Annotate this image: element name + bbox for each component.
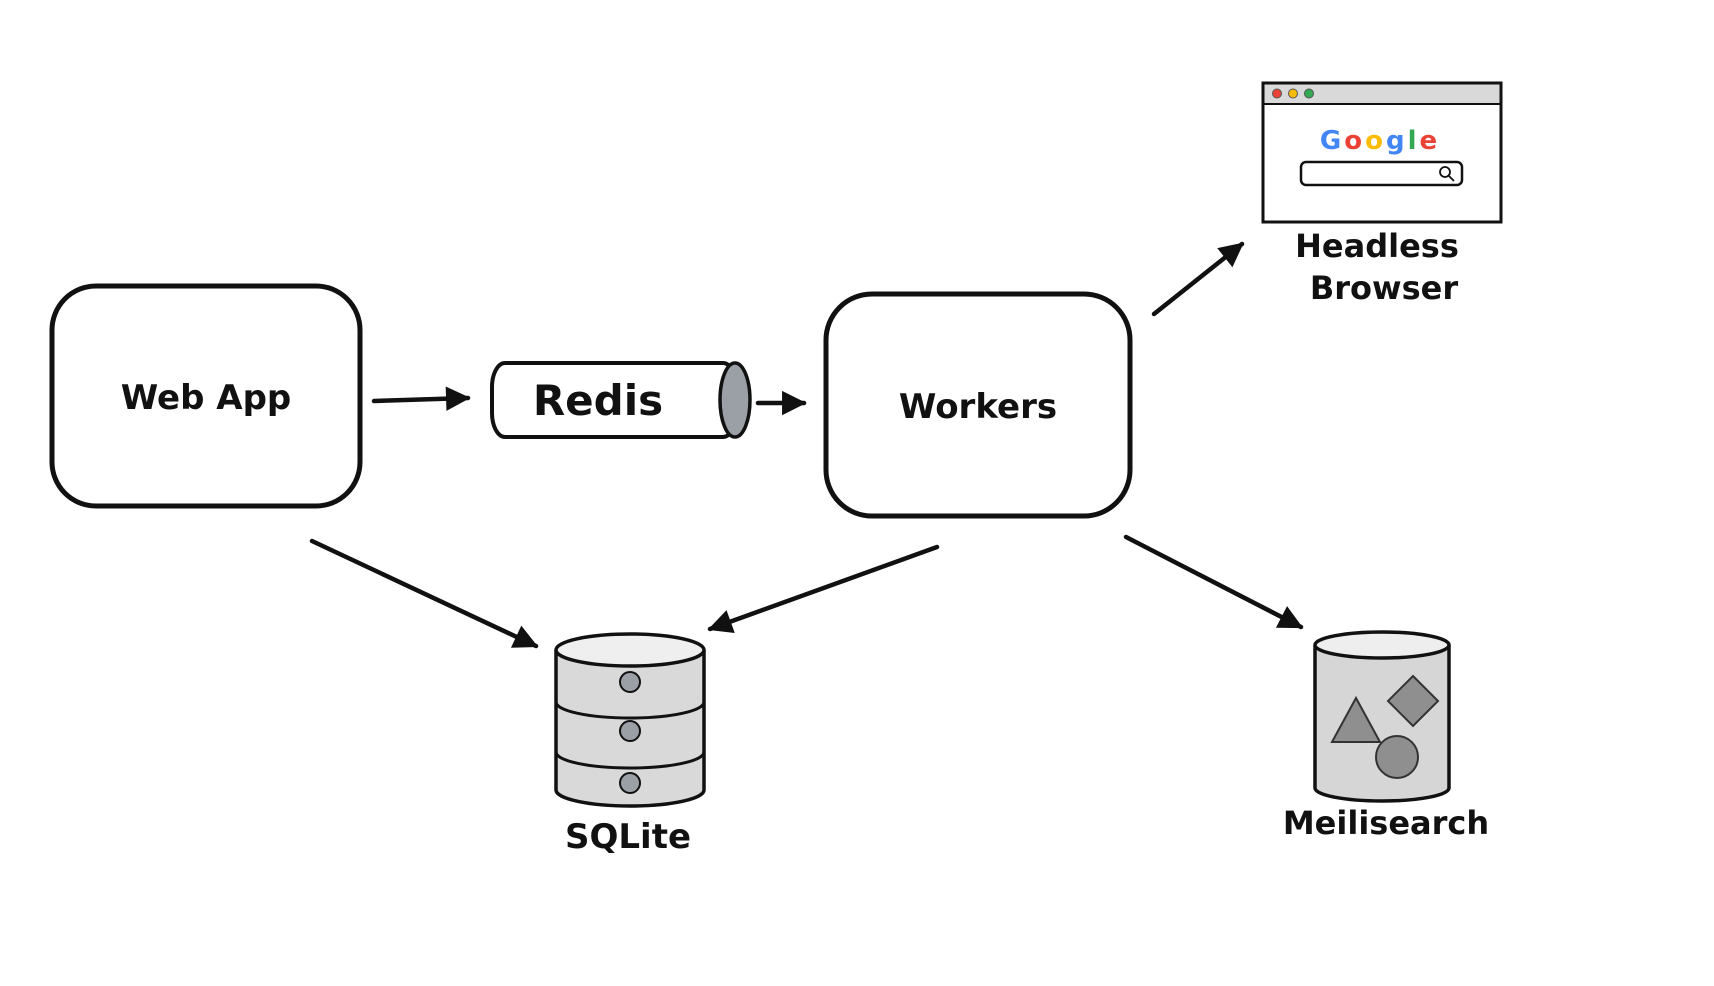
edge-workers-to-meilisearch: [1123, 534, 1304, 630]
meilisearch-triangle-icon: [1330, 695, 1382, 743]
workers-box: [823, 291, 1133, 519]
browser-window-frame: [1261, 81, 1503, 224]
workers-label: Workers: [899, 387, 1057, 427]
node-sqlite: SQLite: [554, 632, 706, 857]
redis-cylinder-cap: [718, 361, 752, 439]
web-app-label: Web App: [121, 378, 292, 418]
meilisearch-circle-icon: [1375, 735, 1419, 779]
edge-webapp-to-redis: [371, 386, 471, 411]
node-workers: Workers: [823, 291, 1133, 519]
edge-workers-to-sqlite: [707, 544, 940, 634]
sqlite-label: SQLite: [565, 817, 691, 857]
meilisearch-diamond-icon: [1386, 674, 1440, 728]
google-letter-g2: g: [1386, 126, 1408, 156]
google-letter-e: e: [1420, 126, 1441, 156]
headless-browser-label-line1: Headless: [1295, 227, 1459, 265]
search-icon: [1439, 166, 1455, 182]
headless-browser-label-line2: Browser: [1310, 269, 1458, 307]
sqlite-cylinder-divider-2: [554, 751, 706, 770]
edges: [309, 241, 1304, 649]
browser-titlebar: [1263, 83, 1501, 104]
sqlite-cylinder-top: [554, 632, 706, 668]
traffic-light-close-icon: [1272, 88, 1282, 99]
sqlite-cylinder-divider-1: [554, 701, 706, 720]
traffic-light-maximize-icon: [1304, 88, 1314, 99]
google-letter-o1: o: [1344, 126, 1365, 156]
redis-label: Redis: [533, 376, 663, 425]
edge-webapp-to-sqlite: [309, 538, 539, 649]
google-letter-g1: G: [1320, 126, 1344, 156]
node-meilisearch: Meilisearch: [1283, 630, 1489, 842]
node-redis: Redis: [490, 361, 752, 439]
sqlite-segment-dot-2: [619, 720, 641, 742]
traffic-light-minimize-icon: [1288, 88, 1298, 99]
meilisearch-bucket-body: [1313, 645, 1451, 803]
meilisearch-bucket-top: [1313, 630, 1451, 660]
node-web-app: Web App: [49, 283, 363, 509]
sqlite-segment-dot-3: [619, 772, 641, 794]
browser-search-box: [1299, 160, 1464, 187]
node-headless-browser: Google Headless Browser: [1261, 81, 1503, 307]
web-app-box: [49, 283, 363, 509]
edge-workers-to-headless-browser: [1151, 241, 1245, 317]
meilisearch-label: Meilisearch: [1283, 804, 1489, 842]
google-letter-l: l: [1408, 126, 1420, 156]
sqlite-segment-dot-1: [619, 671, 641, 693]
google-letter-o2: o: [1365, 126, 1386, 156]
google-logo: Google: [1320, 126, 1440, 156]
